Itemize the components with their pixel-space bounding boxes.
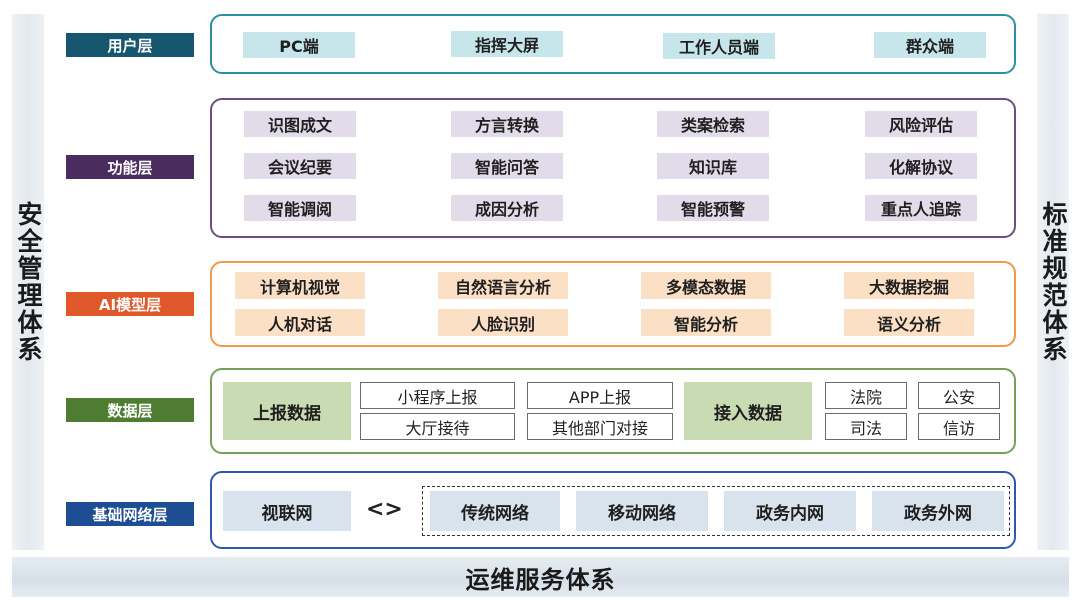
function-item: 方言转换 [451, 111, 563, 137]
left-side-band: 安全管理体系 [12, 14, 44, 550]
function-item: 重点人追踪 [865, 195, 977, 221]
ai-item: 人机对话 [235, 309, 365, 336]
function-item: 化解协议 [865, 153, 977, 179]
ai-item: 智能分析 [641, 309, 771, 336]
network-item-mobile: 移动网络 [576, 491, 708, 531]
user-layer-label: 用户层 [66, 33, 194, 57]
access-source-police: 公安 [918, 382, 1000, 409]
data-layer-panel: 上报数据 小程序上报 APP上报 大厅接待 其他部门对接 接入数据 法院 公安 … [210, 368, 1016, 454]
security-management-system-label: 安全管理体系 [14, 201, 43, 363]
network-layer-label: 基础网络层 [66, 502, 194, 526]
function-item: 成因分析 [451, 195, 563, 221]
right-side-band: 标准规范体系 [1037, 14, 1069, 550]
function-item: 识图成文 [244, 111, 356, 137]
ai-item: 语义分析 [844, 309, 974, 336]
access-data-box: 接入数据 [684, 382, 812, 440]
network-layer-panel: 视联网 <> 传统网络 移动网络 政务内网 政务外网 [210, 471, 1016, 549]
function-item: 智能预警 [657, 195, 769, 221]
ai-item: 自然语言分析 [438, 272, 568, 299]
network-item-gov-intranet: 政务内网 [724, 491, 856, 531]
user-item-pc: PC端 [243, 32, 355, 58]
user-item-command-screen: 指挥大屏 [451, 31, 563, 57]
function-layer-panel: 识图成文 方言转换 类案检索 风险评估 会议纪要 智能问答 知识库 化解协议 智… [210, 98, 1016, 238]
network-item-traditional: 传统网络 [430, 491, 560, 531]
bottom-band: 运维服务体系 [12, 557, 1069, 597]
ai-layer-panel: 计算机视觉 自然语言分析 多模态数据 大数据挖掘 人机对话 人脸识别 智能分析 … [210, 261, 1016, 347]
user-layer-panel: PC端 指挥大屏 工作人员端 群众端 [210, 14, 1016, 74]
report-source-hall: 大厅接待 [360, 413, 515, 440]
function-item: 智能问答 [451, 153, 563, 179]
ai-item: 大数据挖掘 [844, 272, 974, 299]
access-source-petition: 信访 [918, 413, 1000, 440]
ai-item: 多模态数据 [641, 272, 771, 299]
function-item: 类案检索 [657, 111, 769, 137]
standards-system-label: 标准规范体系 [1039, 201, 1068, 363]
user-item-staff: 工作人员端 [663, 33, 775, 59]
video-network-box: 视联网 [223, 491, 351, 531]
ai-layer-label: AI模型层 [66, 292, 194, 316]
bidirectional-arrows-icon: <> [366, 497, 403, 522]
network-item-gov-extranet: 政务外网 [872, 491, 1004, 531]
function-item: 智能调阅 [244, 195, 356, 221]
ai-item: 计算机视觉 [235, 272, 365, 299]
network-group-dashed-frame [422, 486, 1010, 536]
function-item: 知识库 [657, 153, 769, 179]
ai-item: 人脸识别 [438, 309, 568, 336]
user-item-public: 群众端 [874, 32, 986, 58]
function-layer-label: 功能层 [66, 155, 194, 179]
function-item: 风险评估 [865, 111, 977, 137]
data-layer-label: 数据层 [66, 398, 194, 422]
ops-service-system-label: 运维服务体系 [465, 565, 616, 594]
report-source-other-departments: 其他部门对接 [527, 413, 673, 440]
reported-data-box: 上报数据 [223, 382, 351, 440]
report-source-miniprogram: 小程序上报 [360, 382, 515, 409]
access-source-court: 法院 [825, 382, 907, 409]
function-item: 会议纪要 [244, 153, 356, 179]
report-source-app: APP上报 [527, 382, 673, 409]
access-source-judiciary: 司法 [825, 413, 907, 440]
